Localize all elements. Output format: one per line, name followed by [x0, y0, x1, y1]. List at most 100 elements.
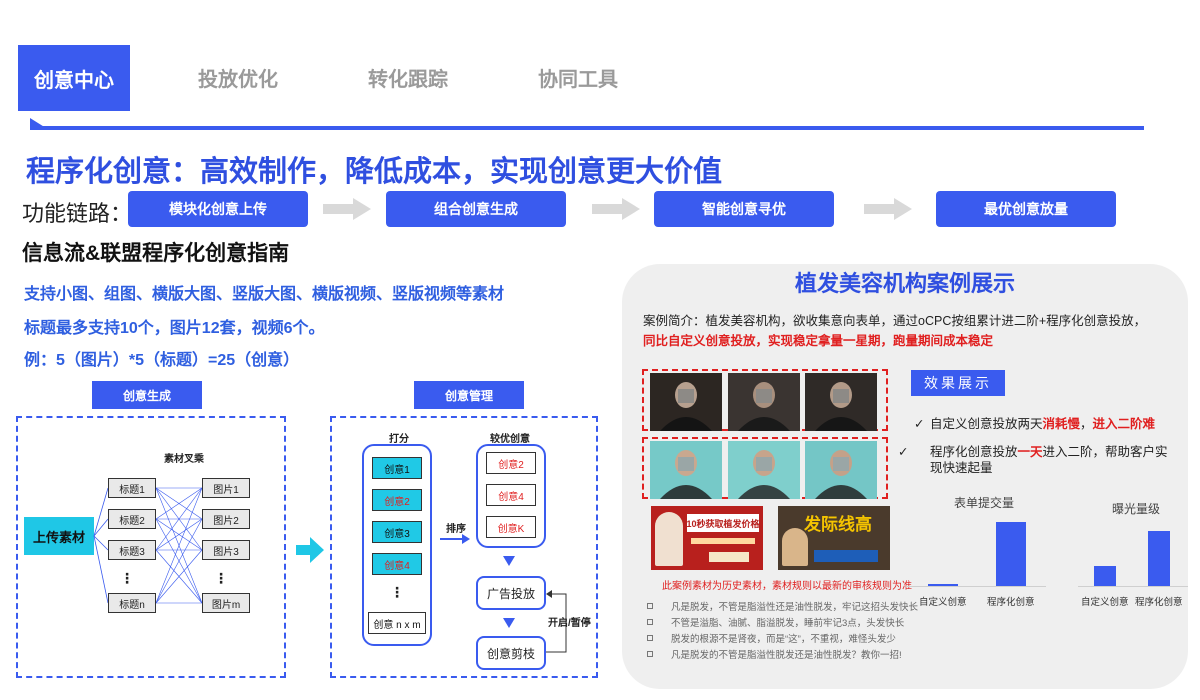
image-box: 图片3: [202, 540, 250, 560]
material-cross-label: 素材叉乘: [164, 454, 204, 465]
title-list-item: 不管是溢脂、油腻、脂溢脱发，睡前牢记3点，头发快长: [647, 614, 918, 630]
score-label: 打分: [389, 434, 409, 445]
checkbox-icon: [647, 635, 653, 641]
ad-image-price: 10秒获取植发价格: [651, 506, 763, 570]
upload-material-button[interactable]: 上传素材: [24, 517, 94, 555]
checkbox-icon: [647, 651, 653, 657]
chart-title: 表单提交量: [954, 496, 1015, 510]
best-column: [476, 444, 546, 548]
chart-bar: [996, 521, 1026, 586]
score-item: 创意2: [372, 489, 422, 511]
portrait-photo: [805, 441, 877, 499]
chart-axis: [1078, 586, 1188, 587]
case-intro: 案例简介：植发美容机构，欲收集意向表单，通过oCPC按组累计进二阶+程序化创意投…: [643, 314, 1147, 328]
chart-exposure: 曝光量级 自定义创意程序化创意: [1078, 496, 1188, 610]
case-title: 植发美容机构案例展示: [794, 271, 1015, 296]
title-box: 标题1: [108, 478, 156, 498]
best-item: 创意K: [486, 516, 536, 538]
page-headline: 程序化创意：高效制作，降低成本，实现创意更大价值: [26, 156, 723, 188]
chart-bar: [1148, 531, 1170, 586]
title-ellipsis: ⋮: [120, 570, 134, 586]
down-arrow-icon: [503, 556, 515, 566]
start-pause-label: 开启/暂停: [548, 618, 591, 629]
score-item: 创意3: [372, 521, 422, 543]
ad-image-hairline: 发际线高: [778, 506, 890, 570]
sort-arrow-icon: [440, 534, 470, 544]
chain-step-scale: 最优创意放量: [936, 191, 1116, 227]
portrait-photo: [728, 441, 800, 499]
best-item: 创意2: [486, 452, 536, 474]
tab-conversion-tracking[interactable]: 转化跟踪: [368, 69, 448, 91]
chart-tick-label: 自定义创意: [1081, 597, 1129, 608]
top-tab-bar: 创意中心 投放优化 转化跟踪 协同工具: [18, 45, 1148, 111]
image-box: 图片m: [202, 593, 250, 613]
cyan-arrow-icon: [296, 537, 324, 563]
chart-form-submissions: 表单提交量 自定义创意 程序化创意: [906, 490, 1046, 610]
chain-label: 功能链路：: [22, 201, 133, 226]
chain-step-optimize: 智能创意寻优: [654, 191, 834, 227]
check-icon: ✓: [914, 417, 925, 431]
down-arrow-icon: [503, 618, 515, 628]
chain-arrow-icon: [323, 198, 371, 220]
effect-item-programmatic: ✓程序化创意投放一天进入二阶，帮助客户实现快速起量: [898, 445, 1168, 475]
checkbox-icon: [647, 619, 653, 625]
checkbox-icon: [647, 603, 653, 609]
portrait-photo: [728, 373, 800, 431]
image-box: 图片1: [202, 478, 250, 498]
chain-arrow-icon: [592, 198, 640, 220]
chart-axis: [906, 586, 1046, 587]
image-box: 图片2: [202, 509, 250, 529]
sort-label: 排序: [446, 524, 466, 535]
guide-line-limits: 标题最多支持10个，图片12套，视频6个。: [24, 320, 325, 337]
effect-title: 效果展示: [911, 370, 1005, 396]
tab-collaboration-tools[interactable]: 协同工具: [538, 69, 618, 91]
portrait-photo: [805, 373, 877, 431]
best-item: 创意4: [486, 484, 536, 506]
guide-title: 信息流&联盟程序化创意指南: [22, 242, 290, 265]
score-column: [362, 444, 432, 646]
title-list-item: 凡是脱发，不管是脂溢性还是油性脱发，牢记这招头发快长: [647, 598, 918, 614]
generate-frame: [16, 416, 286, 678]
chain-arrow-icon: [864, 198, 912, 220]
check-icon: ✓: [898, 445, 909, 459]
chart-title: 曝光量级: [1112, 502, 1161, 516]
guide-line-example: 例：5（图片）*5（标题）=25（创意）: [24, 352, 300, 369]
score-item: 创意1: [372, 457, 422, 479]
score-item: 创意 n x m: [368, 612, 426, 634]
title-box: 标题2: [108, 509, 156, 529]
chain-step-upload: 模块化创意上传: [128, 191, 308, 227]
title-list: 凡是脱发，不管是脂溢性还是油性脱发，牢记这招头发快长 不管是溢脂、油腻、脂溢脱发…: [647, 598, 918, 662]
chart-bar: [1094, 566, 1116, 586]
image-ellipsis: ⋮: [214, 570, 228, 586]
ad-price-text: 10秒获取植发价格: [687, 514, 759, 532]
ad-hairline-text: 发际线高: [804, 515, 872, 534]
chain-step-combine: 组合创意生成: [386, 191, 566, 227]
guide-line-materials: 支持小图、组图、横版大图、竖版大图、横版视频、竖版视频等素材: [24, 286, 505, 303]
ad-delivery-box: 广告投放: [476, 576, 546, 610]
portrait-photo: [650, 373, 722, 431]
best-label: 较优创意: [490, 434, 530, 445]
manage-frame: [330, 416, 598, 678]
loop-arrow-icon: [546, 590, 567, 653]
chart-tick-label: 自定义创意: [919, 597, 967, 608]
creative-prune-box: 创意剪枝: [476, 636, 546, 670]
tab-delivery-optimization[interactable]: 投放优化: [198, 69, 278, 91]
section-label-manage: 创意管理: [414, 381, 524, 409]
case-intro-highlight: 同比自定义创意投放，实现稳定拿量一星期，跑量期间成本稳定: [643, 334, 994, 348]
section-label-generate: 创意生成: [92, 381, 202, 409]
chart-tick-label: 程序化创意: [987, 597, 1035, 608]
chart-tick-label: 程序化创意: [1135, 597, 1183, 608]
chart-bar: [928, 583, 958, 586]
score-item: 创意4: [372, 553, 422, 575]
effect-item-custom: ✓自定义创意投放两天消耗慢，进入二阶难: [914, 417, 1156, 431]
title-list-item: 凡是脱发的不管是脂溢性脱发还是油性脱发？教你一招!: [647, 646, 918, 662]
case-note: 此案例素材为历史素材，素材规则以最新的审核规则为准: [662, 581, 912, 592]
title-box: 标题3: [108, 540, 156, 560]
title-box: 标题n: [108, 593, 156, 613]
tab-notch: [30, 118, 46, 128]
title-list-item: 脱发的根源不是肾夜，而是“这”，不重视，难怪头发少: [647, 630, 918, 646]
tab-creative-center[interactable]: 创意中心: [18, 45, 130, 111]
tab-underline: [30, 126, 1144, 130]
score-ellipsis: ⋮: [390, 584, 404, 600]
portrait-photo: [650, 441, 722, 499]
